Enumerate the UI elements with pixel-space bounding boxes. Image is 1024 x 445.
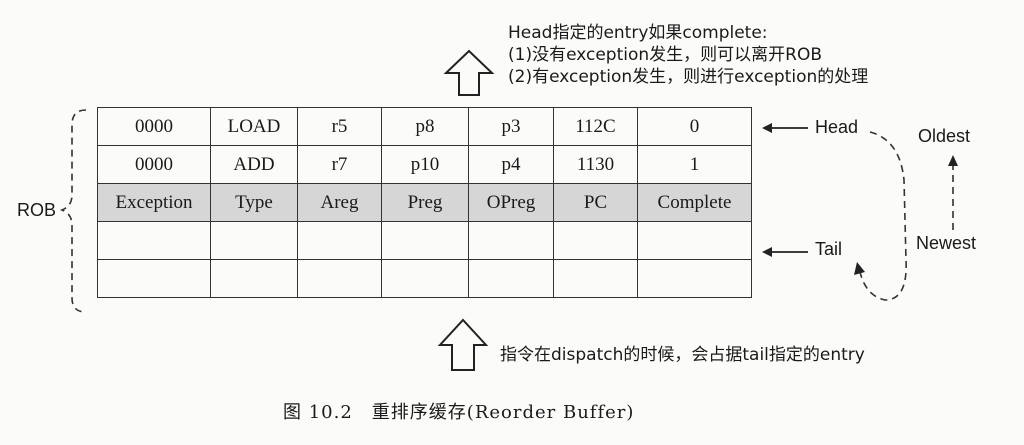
field-complete: Complete [637,183,752,222]
empty-cell [637,259,752,298]
dispatch-up-arrow [437,318,489,371]
newest-label: Newest [916,233,977,253]
commit-up-arrow [443,49,495,96]
cell-exception: 0000 [97,107,211,146]
cell-pc: 1130 [553,145,638,184]
cell-exception: 0000 [97,145,211,184]
head-to-tail-curve [859,131,907,301]
empty-cell [97,259,211,298]
cell-type: LOAD [210,107,298,146]
empty-cell [553,221,638,260]
empty-cell [97,221,211,260]
empty-cell [468,221,554,260]
field-areg: Areg [297,183,382,222]
field-opreg: OPreg [468,183,554,222]
head-commit-note: Head指定的entry如果complete: (1)没有exception发生… [508,22,868,88]
rob-table: 0000 LOAD r5 p8 p3 112C 0 0000 ADD r7 p1… [97,107,752,298]
tail-pointer-arrowhead [762,247,772,257]
empty-cell [210,259,298,298]
empty-cell [553,259,638,298]
rob-field-header-row: Exception Type Areg Preg OPreg PC Comple… [97,183,752,222]
age-direction-arrowhead [948,155,958,166]
dispatch-note: 指令在dispatch的时候，会占据tail指定的entry [500,345,865,365]
cell-preg: p8 [381,107,469,146]
rob-entry-row: 0000 ADD r7 p10 p4 1130 1 [97,145,752,184]
curve-arrowhead [854,262,865,275]
field-pc: PC [553,183,638,222]
cell-type: ADD [210,145,298,184]
rob-empty-row [97,259,752,298]
tail-label: Tail [815,239,843,259]
cell-complete: 1 [637,145,752,184]
cell-areg: r7 [297,145,382,184]
rob-empty-row [97,221,752,260]
head-label: Head [815,117,859,137]
rob-label: ROB [17,200,57,220]
cell-pc: 112C [553,107,638,146]
empty-cell [297,259,382,298]
field-type: Type [210,183,298,222]
head-commit-note-line-1: Head指定的entry如果complete: [508,23,768,43]
head-commit-note-line-3: (2)有exception发生，则进行exception的处理 [508,67,869,87]
empty-cell [381,259,469,298]
cell-opreg: p3 [468,107,554,146]
rob-brace [59,109,87,313]
rob-entry-row: 0000 LOAD r5 p8 p3 112C 0 [97,107,752,146]
oldest-label: Oldest [918,126,971,146]
figure-caption: 图 10.2 重排序缓存(Reorder Buffer) [283,402,635,423]
field-preg: Preg [381,183,469,222]
cell-complete: 0 [637,107,752,146]
field-exception: Exception [97,183,211,222]
head-commit-note-line-2: (1)没有exception发生，则可以离开ROB [508,45,823,65]
head-pointer-arrowhead [762,123,772,133]
empty-cell [297,221,382,260]
